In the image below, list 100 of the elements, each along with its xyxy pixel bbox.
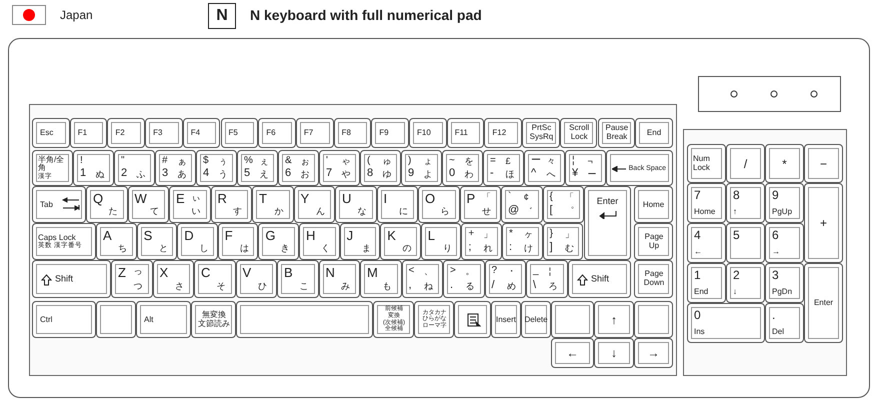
key-label: わ	[464, 170, 474, 179]
keyboard-key	[765, 303, 804, 343]
keyboard-key	[502, 223, 543, 260]
key-label: つ	[134, 282, 143, 291]
key-label: Ins	[694, 328, 705, 336]
key-label: も	[382, 282, 392, 291]
keyboard-key	[299, 223, 340, 260]
key-label: ぅ	[218, 157, 228, 166]
keyboard-key	[560, 118, 598, 148]
keyboard-key	[484, 260, 526, 298]
key-label: ^	[531, 168, 536, 179]
key-label: Delete	[524, 316, 548, 324]
key-label: Enter	[814, 299, 834, 307]
key-label: C	[201, 266, 210, 279]
key-label: Enter	[596, 197, 618, 206]
key-label: Home	[642, 200, 664, 208]
key-label: <	[408, 266, 414, 276]
key-label: +	[468, 229, 474, 239]
key-label: 。	[466, 267, 475, 276]
keyboard-key	[258, 223, 299, 260]
keyboard-key	[360, 150, 401, 186]
keyboard-key	[446, 118, 484, 148]
keyboard-key	[236, 260, 277, 298]
key-label: *	[782, 158, 787, 170]
key-label: F5	[228, 129, 238, 137]
key-label: Esc	[40, 129, 54, 137]
key-label: す	[233, 207, 242, 216]
keyboard-key	[551, 338, 594, 368]
key-label: ↑	[733, 208, 737, 216]
key-label: SysRq	[530, 133, 554, 142]
letter-box	[208, 3, 236, 29]
keyboard-key	[726, 183, 765, 223]
key-label: →	[648, 347, 660, 359]
key-label: Pause	[606, 124, 628, 133]
keyboard-key	[96, 223, 137, 260]
key-label: ¦	[572, 156, 575, 166]
key-label: ,	[408, 280, 412, 291]
key-label: て	[150, 207, 160, 216]
key-label: 4	[203, 168, 210, 179]
key-label: 5	[244, 168, 250, 179]
key-label: 々	[546, 157, 556, 166]
key-label: B	[284, 266, 293, 279]
key-label: れ	[484, 244, 493, 253]
key-label: 」	[564, 230, 574, 239]
keyboard-key	[765, 263, 804, 303]
key-label: く	[321, 244, 330, 253]
key-label: S	[144, 229, 152, 242]
key-label: け	[524, 244, 534, 253]
key-label: Page Up	[644, 232, 664, 250]
key-label: F4	[190, 129, 200, 137]
keyboard-key	[182, 118, 220, 148]
key-label: あ	[177, 170, 186, 179]
key-label: :	[509, 242, 512, 253]
key-label: PgUp	[772, 208, 792, 216]
keyboard-key	[294, 186, 335, 223]
key-label: Del	[772, 328, 784, 336]
keyboard-key	[524, 150, 565, 186]
key-label: Tab	[40, 201, 53, 209]
key-label: Y	[300, 192, 310, 205]
keyboard-key	[196, 150, 237, 186]
key-label: Scroll Lock	[568, 124, 590, 142]
keyboard-key	[542, 223, 584, 260]
keyboard-key	[765, 223, 804, 263]
key-label: に	[399, 207, 408, 216]
keyboard-key	[86, 186, 128, 223]
key-label: @	[508, 205, 520, 216]
key-label: End	[646, 129, 662, 137]
key-label: P	[466, 192, 476, 205]
key-label: ぇ	[259, 157, 268, 166]
keyboard-key	[726, 223, 765, 263]
key-label: =	[490, 156, 496, 166]
key-label: Shift	[591, 274, 610, 284]
keyboard-key	[177, 223, 218, 260]
key-label: N	[326, 266, 335, 279]
key-label: え	[259, 170, 268, 179]
keyboard-key	[236, 301, 373, 338]
key-label: }	[550, 229, 553, 239]
keyboard-key	[401, 150, 442, 186]
key-label: ゅ	[382, 157, 392, 166]
key-label: -	[490, 168, 494, 179]
key-label: う	[218, 170, 228, 179]
keyboard-key	[32, 223, 96, 260]
key-label: →	[772, 248, 780, 256]
keyboard-key	[687, 144, 726, 183]
key-label: ・	[507, 267, 516, 276]
key-label: っ	[134, 267, 143, 276]
keyboard-key	[635, 118, 673, 148]
key-label: 0	[449, 168, 456, 179]
key-label: End	[694, 288, 708, 296]
key-label: I	[384, 192, 388, 205]
key-label: と	[158, 244, 168, 253]
key-label: の	[402, 244, 412, 253]
key-label: +	[820, 217, 827, 229]
key-label: 3	[772, 269, 779, 281]
key-label: 6	[285, 168, 292, 179]
keyboard-key	[220, 118, 258, 148]
key-label: 4	[694, 229, 701, 241]
key-label: き	[280, 244, 290, 253]
key-label: G	[265, 229, 276, 242]
key-label: O	[425, 192, 436, 205]
